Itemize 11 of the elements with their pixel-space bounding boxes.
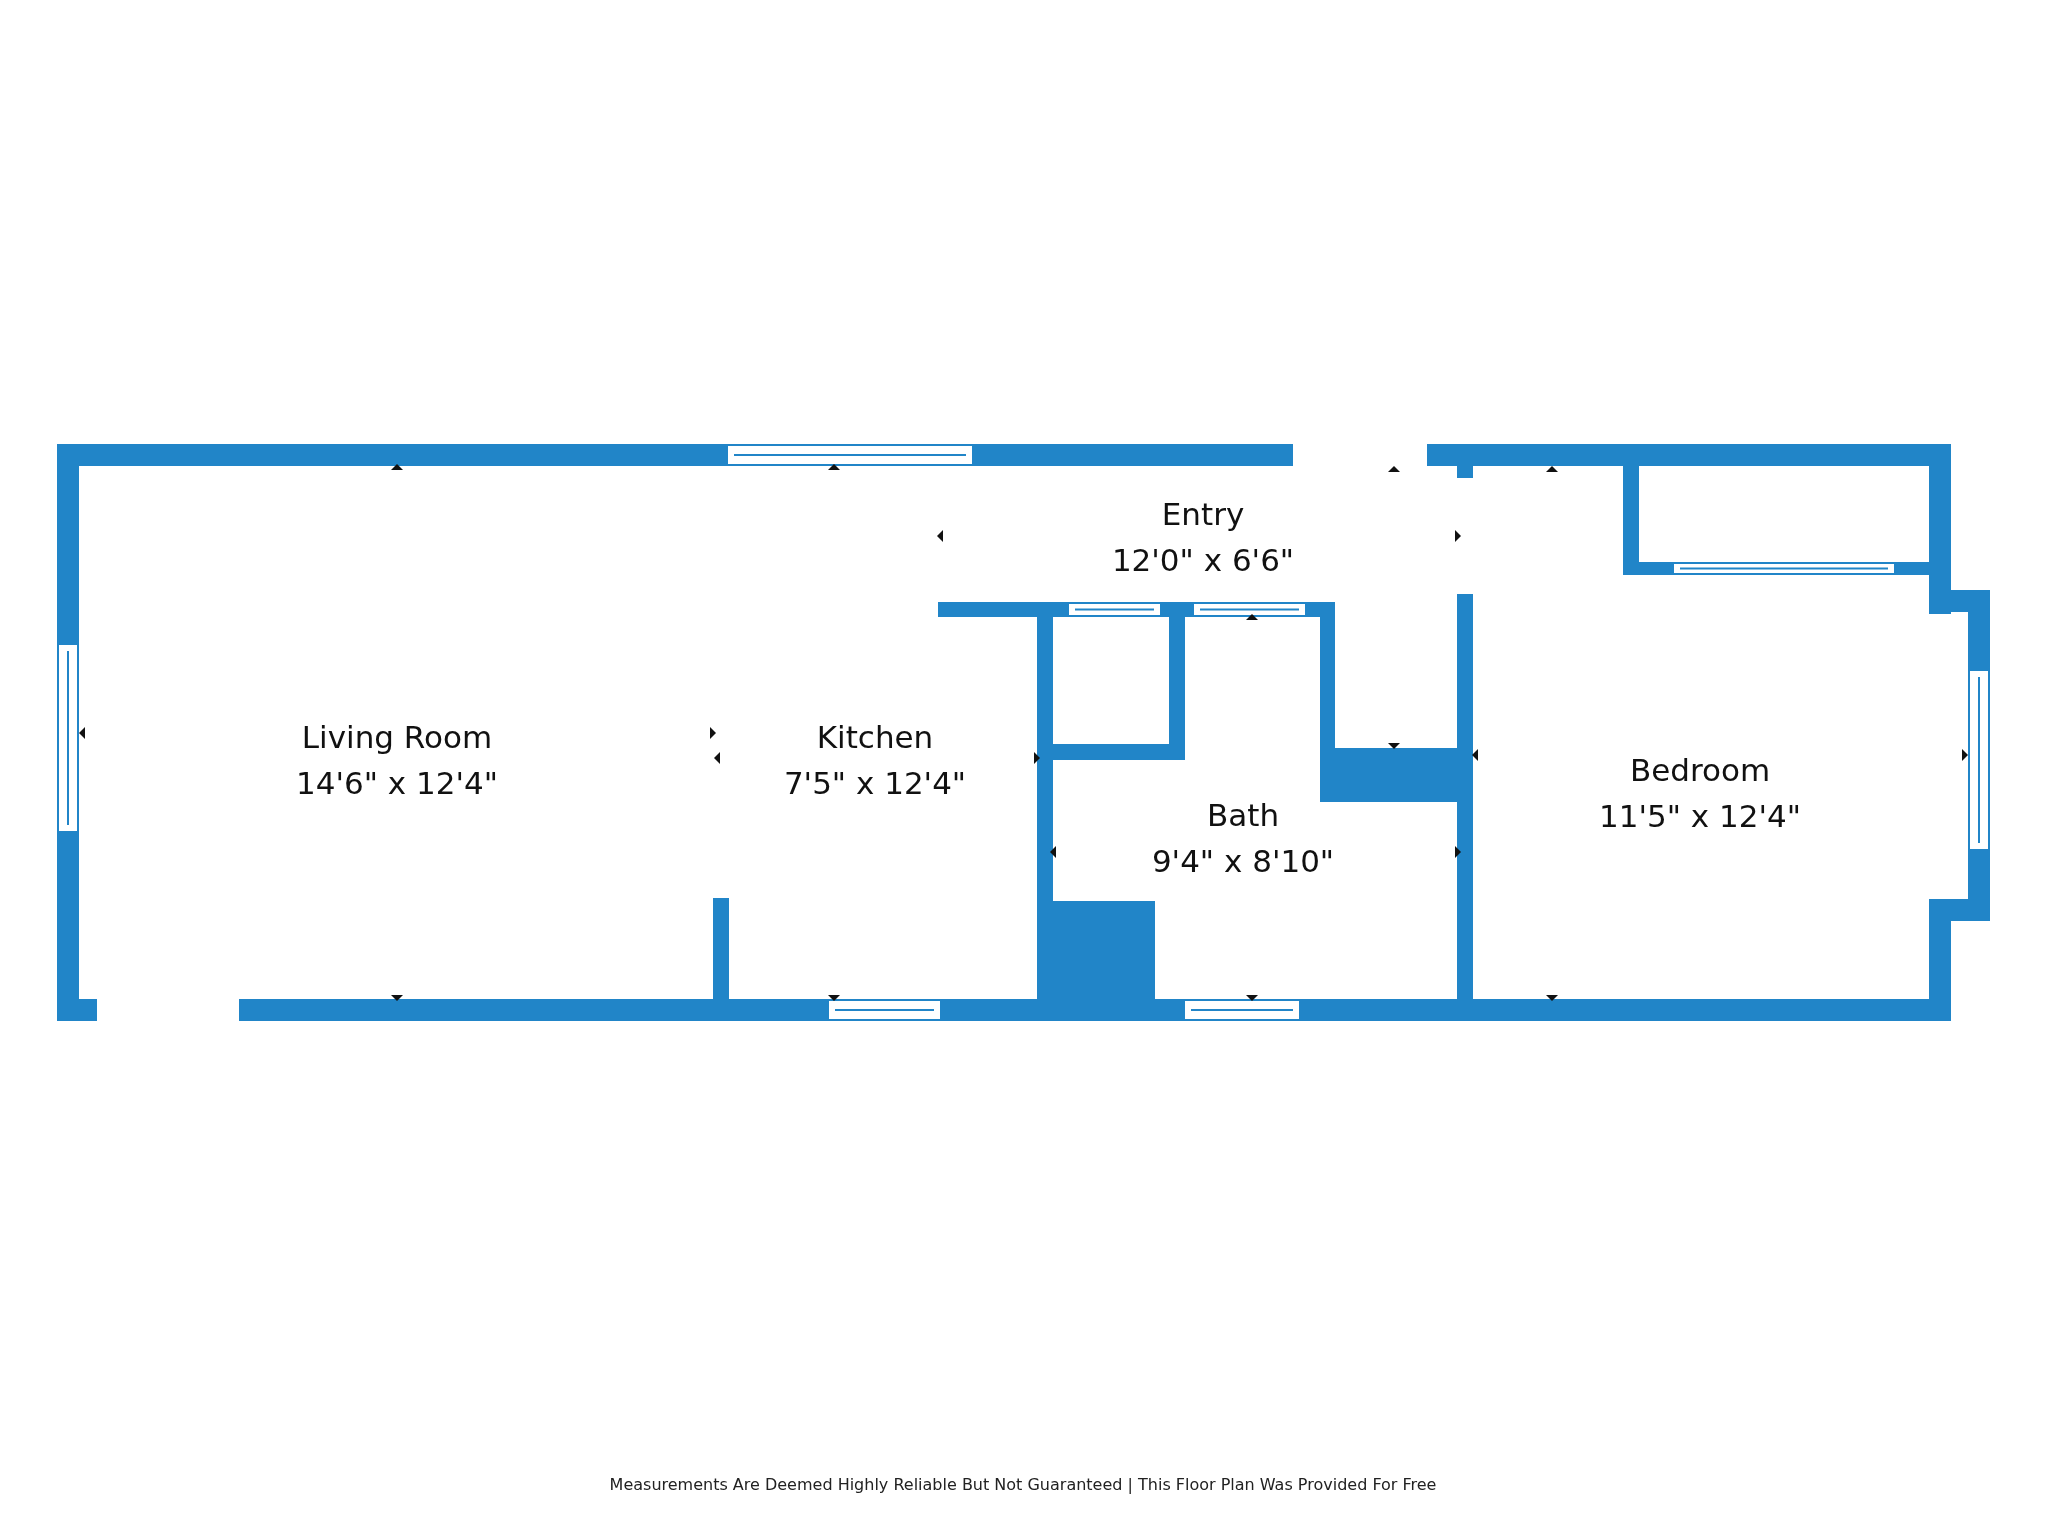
disclaimer-note: Measurements Are Deemed Highly Reliable But Not Guaranteed | This Floor Plan Was Provided For Free: [609, 1474, 1437, 1494]
room-name: Bath: [1205, 796, 1281, 835]
room-dimensions: 9'4" x 8'10": [1151, 842, 1335, 881]
room-dimensions: 12'0" x 6'6": [1111, 541, 1295, 580]
room-dimensions: 7'5" x 12'4": [783, 764, 967, 803]
room-name: Kitchen: [815, 718, 935, 757]
room-name: Entry: [1160, 495, 1246, 534]
room-dimensions: 11'5" x 12'4": [1599, 797, 1801, 836]
room-dimensions: 14'6" x 12'4": [296, 764, 498, 803]
room-name: Bedroom: [1628, 751, 1772, 790]
room-name: Living Room: [300, 718, 494, 757]
